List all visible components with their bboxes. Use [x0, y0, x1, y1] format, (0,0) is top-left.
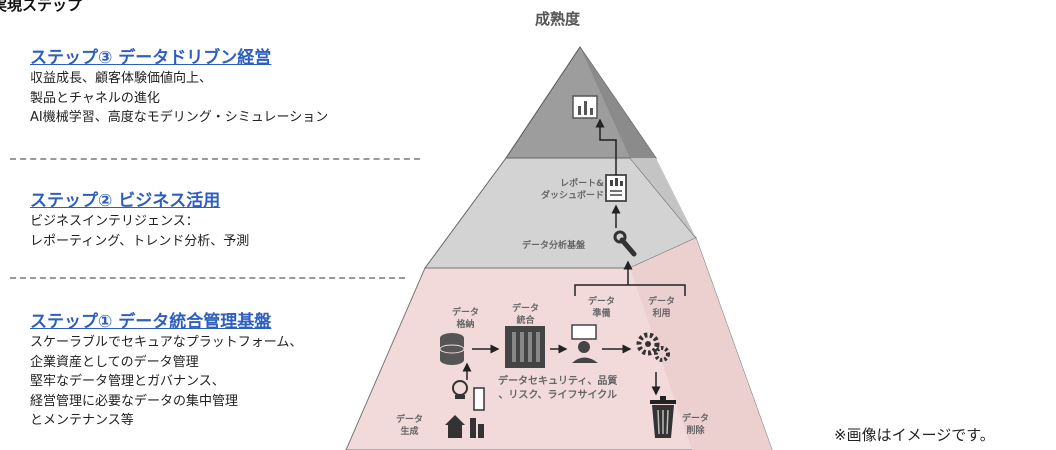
label-line: レポート& [560, 179, 605, 189]
data-use-label: データ 利用 [648, 296, 675, 320]
step3-line: AI機械学習、高度なモデリング・シミュレーション [30, 110, 329, 125]
analysis-base-label: データ分析基盤 [522, 241, 586, 251]
label-line: データ [588, 297, 616, 307]
step1-line: 経営管理に必要なデータの集中管理 [30, 393, 239, 409]
step2-line: ビジネスインテリジェンス： [30, 214, 199, 229]
label-line: データ [682, 414, 710, 424]
step1-line: 堅牢なデータ管理とガバナンス、 [30, 374, 225, 389]
step3-line: 製品とチャネルの進化 [30, 90, 160, 106]
step3-description: 収益成長、顧客体験価値向上、 製品とチャネルの進化 AI機械学習、高度なモデリン… [30, 69, 328, 128]
label-line: 、リスク、ライフサイクル [498, 390, 617, 401]
data-store-label: データ 格納 [452, 307, 479, 331]
step2-description: ビジネスインテリジェンス： レポーティング、トレンド分析、予測 [30, 212, 249, 251]
data-delete-label: データ 削除 [682, 413, 709, 437]
gears-icon [636, 332, 670, 362]
step2-line: レポーティング、トレンド分析、予測 [30, 233, 250, 249]
report-dashboard-label: レポート& ダッシュボード [541, 178, 604, 202]
database-icon [439, 333, 465, 365]
label-line: データセキュリティ、品質 [498, 376, 618, 387]
step3-line: 収益成長、顧客体験価値向上、 [30, 71, 213, 86]
security-lifecycle-label: データセキュリティ、品質 、リスク、ライフサイクル [498, 375, 617, 403]
step-divider [10, 277, 405, 279]
trash-icon [650, 396, 676, 438]
data-integrate-label: データ 統合 [512, 303, 539, 327]
wrench-icon [613, 230, 637, 257]
step3-title[interactable]: ステップ③ データドリブン経営 [30, 48, 272, 68]
data-prep-label: データ 準備 [588, 296, 615, 320]
label-line: 統合 [516, 316, 535, 326]
step1-title[interactable]: ステップ① データ統合管理基盤 [30, 312, 272, 332]
report-icon [605, 174, 627, 202]
data-preparation-icon [571, 324, 598, 363]
step1-description: スケーラブルでセキュアなプラットフォーム、 企業資産としてのデータ管理 堅牢なデ… [30, 333, 302, 431]
label-line: ダッシュボード [541, 191, 605, 201]
step1-line: 企業資産としてのデータ管理 [30, 354, 199, 370]
label-line: データ [396, 415, 424, 425]
label-line: データ [452, 308, 480, 318]
step1-line: とメンテナンス等 [30, 413, 134, 428]
step-divider [10, 158, 420, 160]
maturity-title: 成熟度 [535, 10, 581, 28]
label-line: 格納 [456, 320, 475, 330]
step1-line: スケーラブルでセキュアなプラットフォーム、 [30, 335, 303, 350]
label-line: 利用 [652, 309, 671, 319]
bar-chart-icon [572, 95, 598, 119]
page-title: 実現ステップ [0, 0, 83, 14]
label-line: 削除 [686, 426, 705, 436]
label-line: データ [512, 304, 540, 314]
image-disclaimer-note: ※画像はイメージです。 [834, 426, 995, 444]
label-line: データ [648, 297, 676, 307]
data-generation-label: データ 生成 [396, 414, 423, 438]
step2-title[interactable]: ステップ② ビジネス活用 [30, 191, 221, 211]
data-integration-icon [505, 326, 545, 368]
label-line: 準備 [592, 309, 611, 319]
data-generation-icons [445, 380, 485, 438]
label-line: 生成 [400, 427, 419, 437]
